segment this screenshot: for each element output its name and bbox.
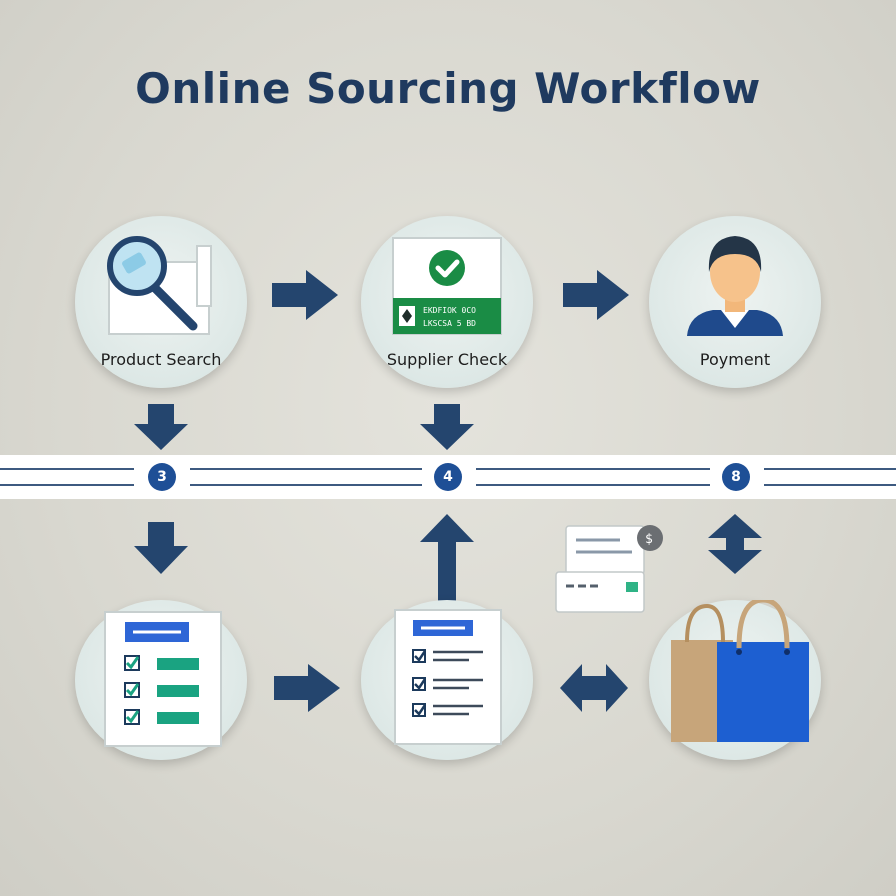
magnifier-document-icon — [107, 236, 212, 335]
supplier-check-label: Supplier Check — [386, 350, 508, 369]
checklist-document-icon — [394, 609, 502, 745]
svg-text:$: $ — [645, 532, 653, 547]
step-badge: 8 — [722, 463, 750, 491]
receipt-cards-icon: $ — [555, 525, 663, 613]
supplier-card-line-1: EKDFIOK 0CO — [423, 306, 476, 315]
arrow-down-icon — [134, 522, 188, 574]
arrow-down-icon — [420, 404, 474, 450]
timeline-line — [190, 468, 422, 470]
arrow-down-icon — [134, 404, 188, 450]
timeline-band: 3 4 8 — [0, 455, 896, 499]
supplier-check-node: EKDFIOK 0CO LKSCSA 5 BD Supplier Check — [361, 216, 533, 388]
arrow-right-icon — [274, 664, 340, 712]
diagram-title: Online Sourcing Workflow — [135, 64, 761, 113]
timeline-line — [476, 484, 710, 486]
order-checklist-node — [75, 600, 247, 760]
checklist-document-icon — [104, 611, 222, 747]
order-review-node — [361, 600, 533, 760]
step-badge: 3 — [148, 463, 176, 491]
payment-label: Poyment — [699, 350, 771, 369]
timeline-line — [764, 468, 896, 470]
verified-supplier-card-icon: EKDFIOK 0CO LKSCSA 5 BD — [392, 237, 502, 335]
timeline-line — [476, 468, 710, 470]
arrow-right-icon — [272, 270, 338, 320]
timeline-line — [764, 484, 896, 486]
timeline-line — [0, 468, 134, 470]
product-search-label: Product Search — [100, 350, 222, 369]
arrow-up-down-icon — [708, 514, 762, 574]
shopping-bags-node — [649, 600, 821, 760]
timeline-line — [190, 484, 422, 486]
arrow-right-icon — [563, 270, 629, 320]
timeline-line — [0, 484, 134, 486]
product-search-node: Product Search — [75, 216, 247, 388]
step-badge: 4 — [434, 463, 462, 491]
arrow-left-right-icon — [560, 664, 628, 712]
supplier-card-line-2: LKSCSA 5 BD — [423, 319, 476, 328]
shopping-bag-icon — [671, 600, 809, 742]
payment-node: Poyment — [649, 216, 821, 388]
arrow-up-icon — [420, 514, 474, 606]
person-avatar-icon — [687, 236, 783, 336]
